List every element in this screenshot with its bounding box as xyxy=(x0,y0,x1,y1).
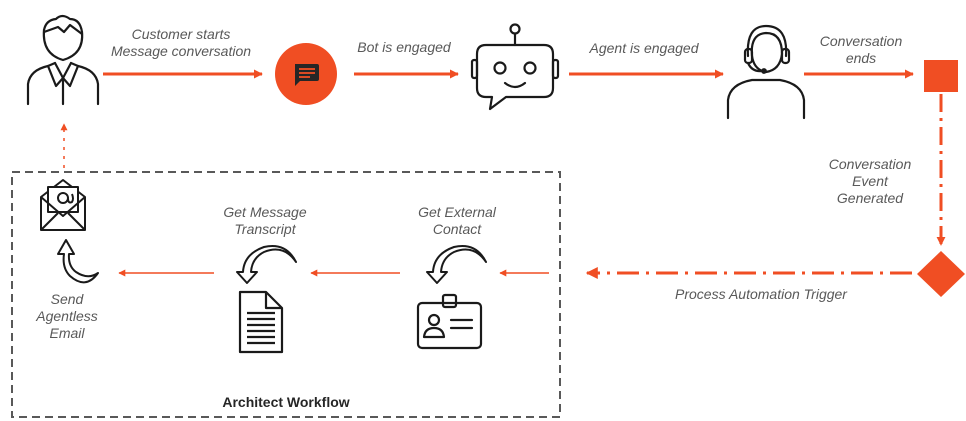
label-get-external-contact: Get External Contact xyxy=(418,204,496,237)
label-conversation-ends: Conversation ends xyxy=(819,33,903,66)
robot-icon xyxy=(470,23,560,111)
label-bot-engaged: Bot is engaged xyxy=(357,39,451,55)
label-agent-engaged: Agent is engaged xyxy=(589,40,699,56)
chat-bubble-icon xyxy=(275,43,337,105)
user-icon xyxy=(26,14,100,106)
trigger-diamond xyxy=(917,251,965,297)
curved-arrow-icon xyxy=(57,239,99,284)
curved-arrow-icon xyxy=(426,245,487,284)
label-get-message-transcript: Get Message Transcript xyxy=(223,204,307,237)
label-customer-starts: Customer starts Message conversation xyxy=(110,26,252,59)
label-send-email: Send Agentless Email xyxy=(36,291,98,341)
document-icon xyxy=(238,290,284,354)
end-square xyxy=(924,60,958,92)
contact-card-icon xyxy=(416,293,483,350)
curved-arrow-icon xyxy=(236,245,297,284)
label-event-generated: Conversation Event Generated xyxy=(828,156,912,206)
envelope-at-icon xyxy=(40,179,86,231)
agent-headset-icon xyxy=(726,24,806,120)
label-process-trigger: Process Automation Trigger xyxy=(675,286,847,302)
architect-workflow-box xyxy=(11,171,561,418)
workflow-title: Architect Workflow xyxy=(222,394,350,410)
